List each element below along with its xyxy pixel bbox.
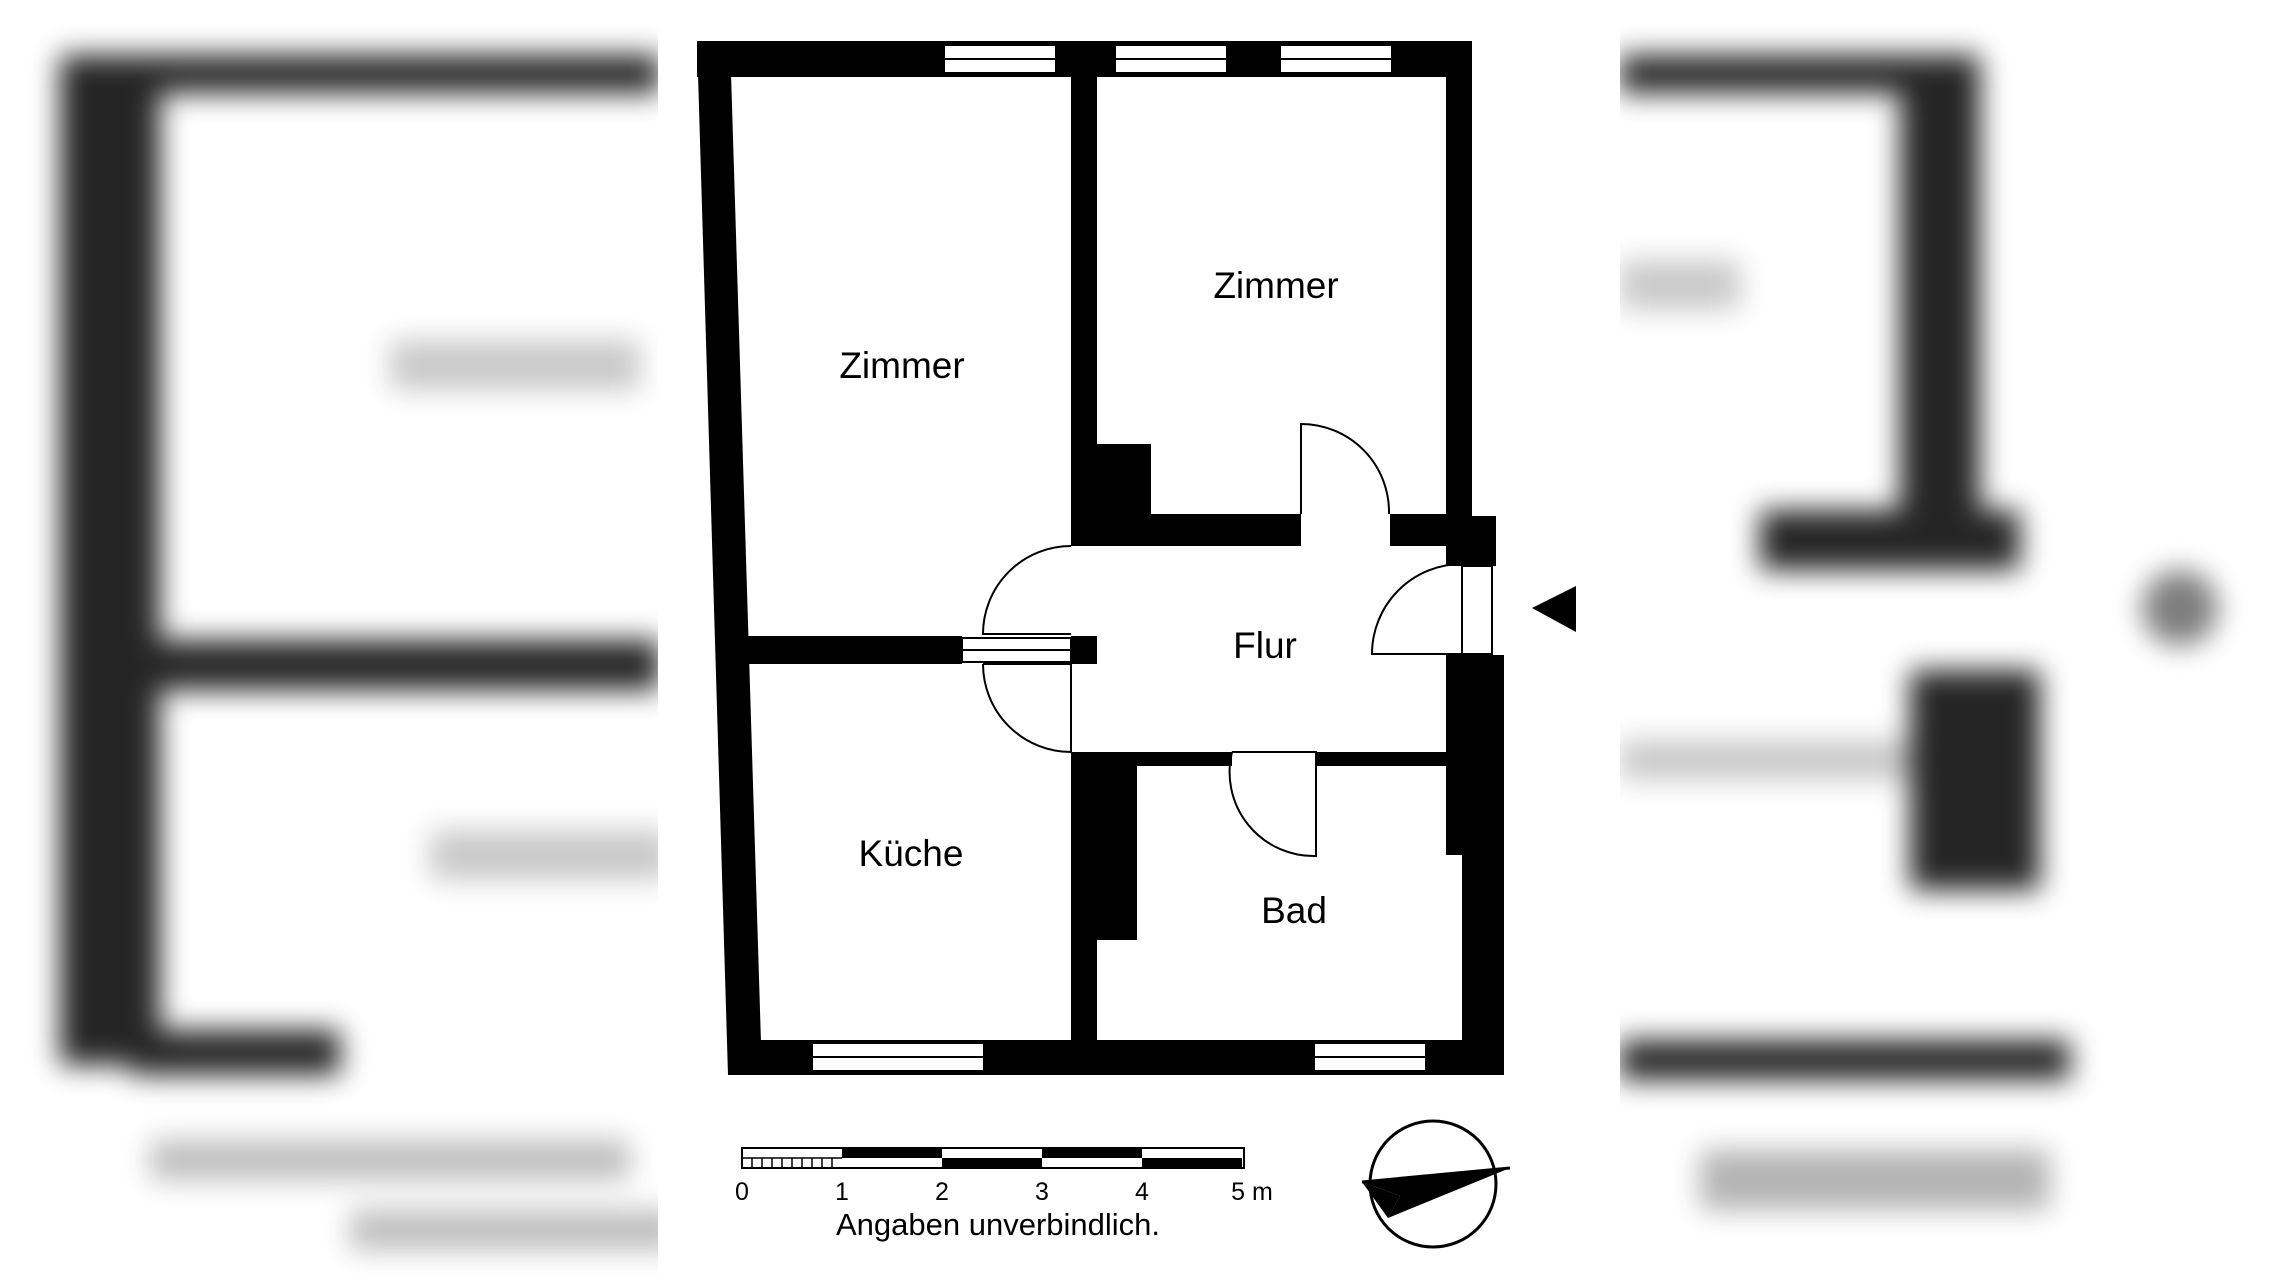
scale-tick-4: 4 xyxy=(1135,1178,1149,1206)
scale-tick-3: 3 xyxy=(1035,1178,1049,1206)
scale-bar-labels: 0 1 2 3 4 5 m xyxy=(735,1178,1273,1206)
windows xyxy=(811,44,1427,1072)
doors xyxy=(981,422,1463,858)
north-arrow-icon xyxy=(1361,1119,1511,1249)
scale-tick-0: 0 xyxy=(735,1178,749,1206)
scale-tick-5: 5 m xyxy=(1231,1178,1273,1206)
door-stubs xyxy=(961,565,1493,663)
scale-tick-2: 2 xyxy=(935,1178,949,1206)
entrance-arrow-icon xyxy=(1532,586,1576,632)
scale-bar xyxy=(741,1147,1245,1169)
room-label-zimmer-left: Zimmer xyxy=(839,345,964,386)
scale-tick-1: 1 xyxy=(835,1178,849,1206)
room-label-zimmer-right: Zimmer xyxy=(1213,265,1338,306)
room-label-kueche: Küche xyxy=(859,833,964,874)
room-label-flur: Flur xyxy=(1233,625,1297,666)
disclaimer-text: Angaben unverbindlich. xyxy=(836,1207,1160,1242)
room-label-bad: Bad xyxy=(1261,890,1327,931)
